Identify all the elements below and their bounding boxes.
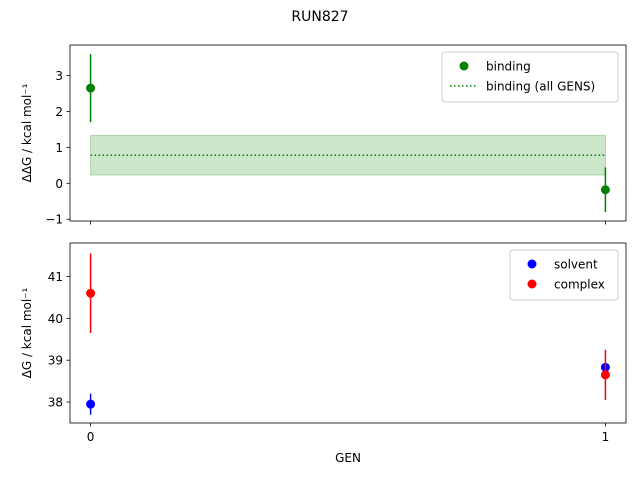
y-tick-label-0-4: 3 — [55, 69, 63, 83]
x-axis-label: GEN — [335, 451, 361, 465]
plot-frame-0 — [69, 44, 627, 222]
y-tick-label-1-3: 41 — [48, 270, 63, 284]
y-axis-label-1: ΔG / kcal mol⁻¹ — [20, 287, 34, 378]
legend-label-0-1: binding (all GENS) — [486, 80, 595, 94]
x-tick-label-0: 0 — [87, 430, 95, 444]
data-point-0-0 — [86, 399, 96, 409]
legend-marker-1-1 — [527, 279, 537, 289]
y-tick-label-0-2: 1 — [55, 141, 63, 155]
plot-frame-1 — [69, 242, 627, 424]
data-point-1-1 — [600, 370, 610, 380]
legend-box-1 — [509, 249, 619, 301]
data-point-0-1 — [600, 185, 610, 195]
legend-marker-1-0 — [527, 259, 537, 269]
y-tick-label-1-1: 39 — [48, 354, 63, 368]
legend-marker-0-0 — [459, 61, 469, 71]
y-tick-label-0-3: 2 — [55, 105, 63, 119]
data-point-1-0 — [86, 288, 96, 298]
legend-label-0-0: binding — [486, 60, 531, 74]
chart-title: RUN827 — [291, 9, 348, 25]
data-point-0-0 — [86, 83, 96, 93]
y-tick-label-0-1: 0 — [55, 177, 63, 191]
y-tick-label-0-0: −1 — [45, 213, 63, 227]
y-axis-label-0: ΔΔG / kcal mol⁻¹ — [20, 83, 34, 182]
y-tick-label-1-0: 38 — [48, 396, 63, 410]
panel-bottom: 38 39 40 41 0 1 ΔG / kcal mol⁻¹ solvent complex — [20, 242, 627, 444]
legend-label-1-1: complex — [554, 278, 605, 292]
legend-box-0 — [441, 51, 619, 103]
y-tick-label-1-2: 40 — [48, 312, 63, 326]
x-tick-label-1: 1 — [602, 430, 610, 444]
legend-label-1-0: solvent — [554, 258, 598, 272]
